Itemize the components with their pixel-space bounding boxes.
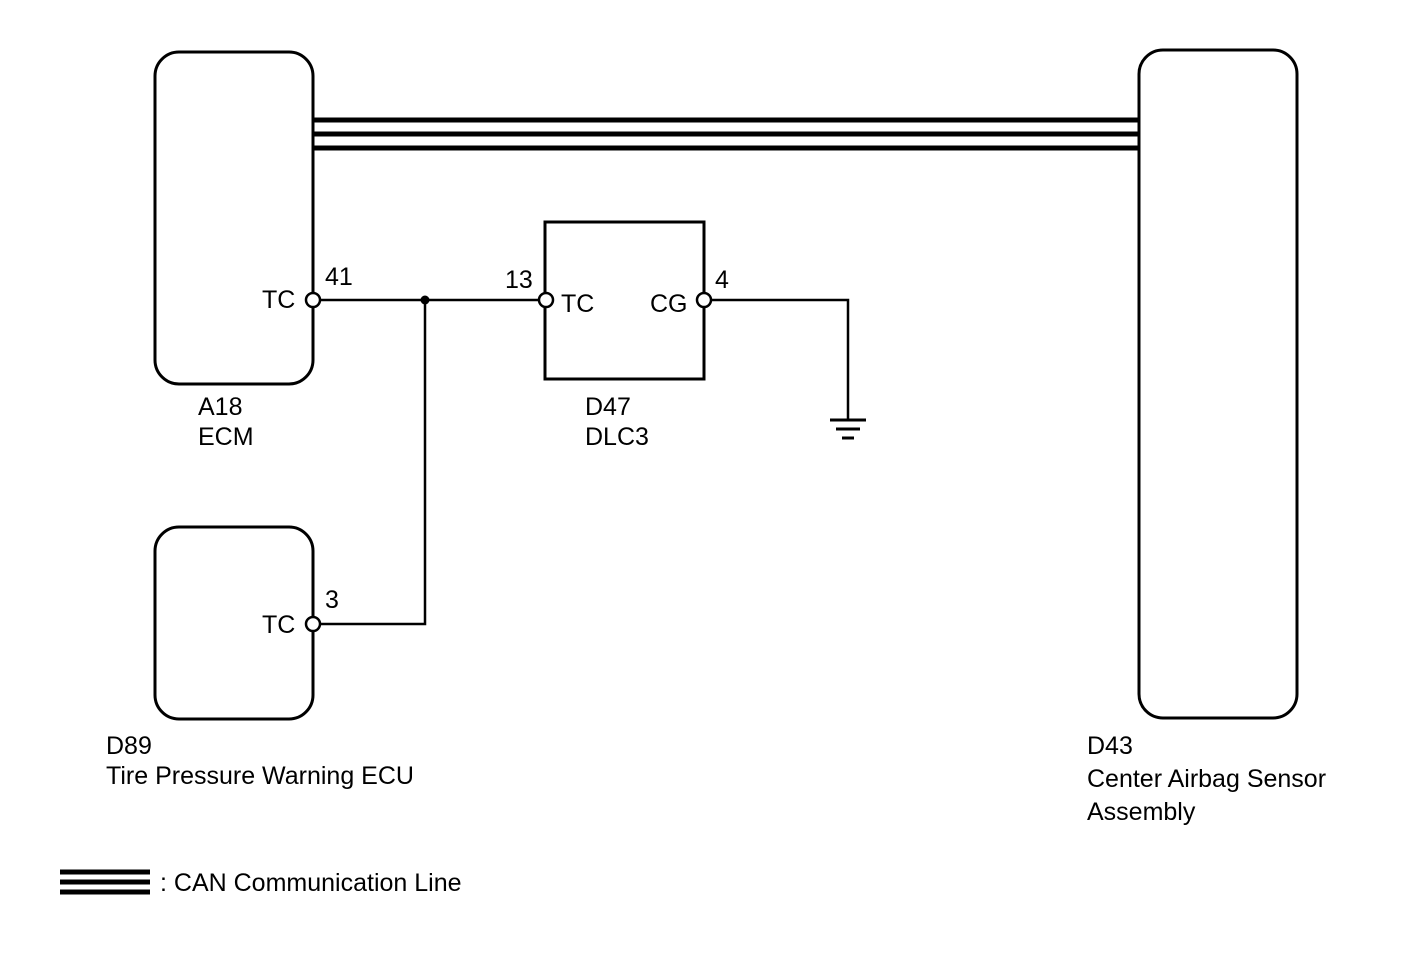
cg-ground-wire: [710, 298, 850, 420]
tpw-pin-name: TC: [262, 611, 296, 639]
ecm-name: ECM: [198, 423, 254, 451]
ecm-tc-terminal: [304, 291, 322, 309]
dlc3-tc-pin-number: 13: [505, 266, 533, 294]
airbag-name-line2: Assembly: [1087, 798, 1196, 826]
tpw-name: Tire Pressure Warning ECU: [106, 762, 414, 790]
airbag-name-line1: Center Airbag Sensor: [1087, 765, 1327, 793]
dlc3-cg-terminal: [695, 291, 713, 309]
dlc3-tc-terminal: [537, 291, 555, 309]
ground-icon: [830, 418, 866, 440]
dlc3-cg-pin-number: 4: [715, 266, 729, 294]
airbag-code: D43: [1087, 732, 1133, 760]
airbag-sensor-box: [1137, 48, 1299, 720]
ecm-code: A18: [198, 393, 243, 421]
triple-line-icon: [60, 869, 150, 895]
dlc3-box: [543, 220, 706, 381]
ecm-pin-number: 41: [325, 263, 353, 291]
dlc3-cg-pin-name: CG: [650, 290, 688, 318]
tpw-pin-number: 3: [325, 586, 339, 614]
ecm-box: [153, 50, 315, 386]
dlc3-name: DLC3: [585, 423, 649, 451]
tpw-code: D89: [106, 732, 152, 760]
junction-dot: [420, 295, 430, 305]
terminals: [304, 291, 713, 633]
tc-wires: [320, 298, 540, 626]
ecm-pin-name: TC: [262, 286, 296, 314]
can-bus-line: [314, 117, 1139, 151]
dlc3-tc-pin-name: TC: [561, 290, 595, 318]
legend-text: : CAN Communication Line: [160, 869, 462, 897]
tpw-tc-terminal: [304, 615, 322, 633]
dlc3-code: D47: [585, 393, 631, 421]
